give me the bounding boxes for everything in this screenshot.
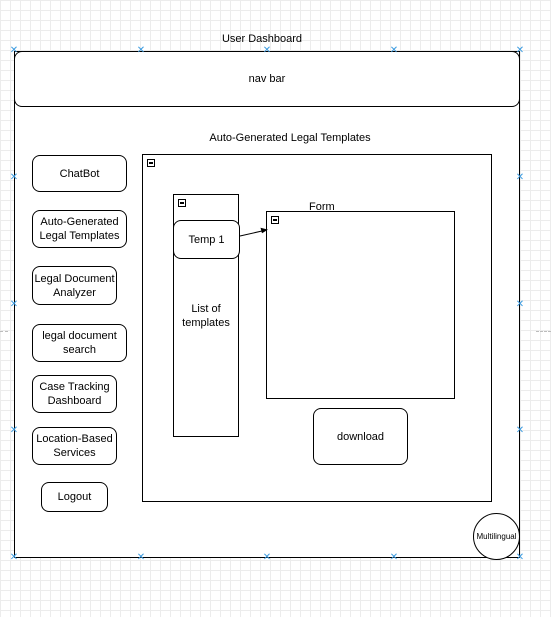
connection-point-icon: ✕	[515, 425, 525, 436]
connection-point-icon: ✕	[9, 172, 19, 183]
connection-point-icon: ✕	[515, 552, 525, 563]
sidebar-templates-label: Auto-Generated Legal Templates	[39, 216, 120, 242]
sidebar-chatbot-label: ChatBot	[59, 167, 100, 180]
arrow-head	[260, 227, 268, 234]
template-item-label: Temp 1	[188, 233, 225, 246]
sidebar-logout-button[interactable]: Logout	[41, 482, 108, 512]
collapse-icon[interactable]	[271, 216, 279, 224]
connection-point-icon: ✕	[515, 299, 525, 310]
collapse-icon[interactable]	[178, 199, 186, 207]
connection-point-icon: ✕	[262, 552, 272, 563]
connection-point-icon: ✕	[389, 45, 399, 56]
connection-point-icon: ✕	[515, 45, 525, 56]
guide-line-left	[0, 331, 8, 332]
sidebar-search-button[interactable]: legal document search	[32, 324, 127, 362]
sidebar-tracking-button[interactable]: Case Tracking Dashboard	[32, 375, 117, 413]
sidebar-analyzer-button[interactable]: Legal Document Analyzer	[32, 266, 117, 305]
connection-point-icon: ✕	[9, 425, 19, 436]
sidebar-tracking-label: Case Tracking Dashboard	[39, 381, 110, 407]
connection-point-icon: ✕	[136, 552, 146, 563]
sidebar-templates-button[interactable]: Auto-Generated Legal Templates	[32, 210, 127, 248]
connection-point-icon: ✕	[9, 299, 19, 310]
sidebar-search-label: legal document search	[42, 330, 117, 356]
sidebar-location-label: Location-Based Services	[36, 433, 113, 459]
sidebar-analyzer-label: Legal Document Analyzer	[34, 272, 115, 299]
section-title: Auto-Generated Legal Templates	[209, 132, 371, 144]
guide-line-right	[536, 331, 551, 332]
form-title: Form	[309, 201, 335, 213]
nav-bar-label: nav bar	[248, 73, 286, 85]
connection-point-icon: ✕	[515, 172, 525, 183]
connection-point-icon: ✕	[136, 45, 146, 56]
connection-point-icon: ✕	[9, 45, 19, 56]
nav-bar[interactable]: nav bar	[14, 51, 520, 107]
connection-point-icon: ✕	[262, 45, 272, 56]
form-panel	[266, 211, 455, 399]
collapse-icon[interactable]	[147, 159, 155, 167]
arrow-line	[239, 230, 263, 237]
download-button[interactable]: download	[313, 408, 408, 465]
sidebar-chatbot-button[interactable]: ChatBot	[32, 155, 127, 192]
connection-point-icon: ✕	[389, 552, 399, 563]
sidebar-logout-label: Logout	[57, 491, 92, 503]
page-title: User Dashboard	[221, 33, 303, 45]
template-list-label: List of templates	[182, 303, 230, 329]
download-label: download	[336, 430, 385, 443]
connection-point-icon: ✕	[9, 552, 19, 563]
multilingual-label: Multilingual	[476, 532, 517, 541]
sidebar-location-button[interactable]: Location-Based Services	[32, 427, 117, 465]
multilingual-button[interactable]: Multilingual	[473, 513, 520, 560]
template-item-temp-1[interactable]: Temp 1	[173, 220, 240, 259]
